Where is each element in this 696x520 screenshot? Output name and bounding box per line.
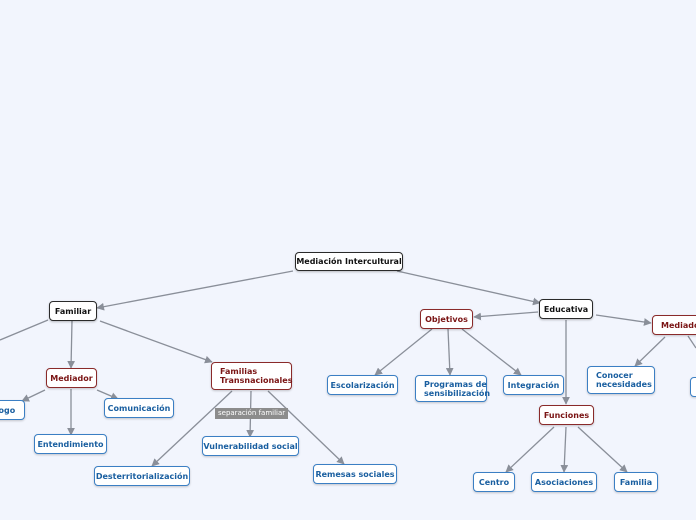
programas-node-label: Programas de sensibilización bbox=[424, 379, 491, 398]
desterritorializacion-node[interactable]: Desterritorialización bbox=[94, 466, 190, 486]
link-familiar-mediador bbox=[67, 320, 76, 369]
familia-node[interactable]: Familia bbox=[614, 472, 658, 492]
comunicacion-node[interactable]: Comunicación bbox=[104, 398, 174, 418]
link-funciones-centro bbox=[505, 426, 555, 473]
root-node[interactable]: Mediación Intercultural bbox=[295, 252, 403, 271]
centro-node[interactable]: Centro bbox=[473, 472, 515, 492]
escolarizacion-node-label: Escolarización bbox=[330, 380, 395, 390]
link-familias-remesas bbox=[267, 390, 345, 465]
dialogo-node[interactable]: logo bbox=[0, 400, 25, 420]
dialogo-node-label: logo bbox=[0, 405, 16, 415]
integracion-node-label: Integración bbox=[507, 380, 560, 390]
link-educativa-mediador bbox=[595, 314, 652, 326]
offscreen-blue-node[interactable] bbox=[690, 377, 696, 397]
familias-transnacionales-node[interactable]: Familias Transnacionales bbox=[211, 362, 292, 390]
objetivos-node-label: Objetivos bbox=[425, 314, 468, 324]
link-mediador-offscreen bbox=[687, 335, 696, 349]
programas-node[interactable]: Programas de sensibilización bbox=[415, 375, 491, 402]
funciones-node-label: Funciones bbox=[543, 410, 590, 420]
funciones-node[interactable]: Funciones bbox=[539, 405, 594, 425]
mediador-node-right-label: Mediador bbox=[661, 320, 696, 330]
conocer-necesidades-node[interactable]: Conocer necesidades bbox=[587, 366, 655, 394]
educativa-node-label: Educativa bbox=[543, 304, 589, 314]
vulnerabilidad-node-label: Vulnerabilidad social bbox=[203, 441, 298, 451]
desterritorializacion-node-label: Desterritorialización bbox=[95, 471, 189, 481]
link-mediador-comunicacion bbox=[96, 389, 119, 400]
link-root-familiar bbox=[96, 270, 294, 311]
link-educativa-objetivos bbox=[473, 311, 539, 321]
objetivos-node[interactable]: Objetivos bbox=[420, 309, 473, 329]
escolarizacion-node[interactable]: Escolarización bbox=[327, 375, 398, 395]
link-root-educativa bbox=[396, 270, 541, 306]
centro-node-label: Centro bbox=[478, 477, 510, 487]
link-familias-desterritorializacion bbox=[151, 390, 233, 467]
link-objetivos-escolarizacion bbox=[374, 328, 433, 376]
mediador-node-right[interactable]: Mediador bbox=[652, 315, 696, 335]
link-familiar-offscreen bbox=[0, 319, 49, 341]
root-node-label: Mediación Intercultural bbox=[296, 257, 402, 266]
link-mediador-conocer bbox=[634, 336, 666, 367]
link-familiar-familias bbox=[99, 320, 213, 364]
familia-node-label: Familia bbox=[619, 477, 653, 487]
mediador-node-left[interactable]: Mediador bbox=[46, 368, 97, 388]
conocer-necesidades-node-label: Conocer necesidades bbox=[596, 371, 652, 389]
familiar-node-label: Familiar bbox=[54, 306, 92, 316]
link-funciones-asociaciones bbox=[560, 426, 569, 473]
vulnerabilidad-node[interactable]: Vulnerabilidad social bbox=[202, 436, 299, 456]
link-funciones-familia bbox=[577, 426, 628, 473]
asociaciones-node-label: Asociaciones bbox=[534, 477, 594, 487]
separacion-familiar-label: separación familiar bbox=[215, 408, 289, 419]
link-objetivos-integracion bbox=[461, 328, 522, 376]
comunicacion-node-label: Comunicación bbox=[107, 403, 171, 413]
educativa-node[interactable]: Educativa bbox=[539, 299, 593, 319]
remesas-node[interactable]: Remesas sociales bbox=[313, 464, 397, 484]
link-objetivos-programas bbox=[445, 328, 454, 376]
entendimiento-node[interactable]: Entendimiento bbox=[34, 434, 107, 454]
link-mediador-dialogo bbox=[21, 389, 46, 402]
integracion-node[interactable]: Integración bbox=[503, 375, 564, 395]
entendimiento-node-label: Entendimiento bbox=[37, 439, 104, 449]
familias-transnacionales-node-label: Familias Transnacionales bbox=[220, 367, 293, 385]
familiar-node[interactable]: Familiar bbox=[49, 301, 97, 321]
mediador-node-left-label: Mediador bbox=[50, 373, 93, 383]
asociaciones-node[interactable]: Asociaciones bbox=[531, 472, 597, 492]
remesas-node-label: Remesas sociales bbox=[315, 469, 395, 479]
